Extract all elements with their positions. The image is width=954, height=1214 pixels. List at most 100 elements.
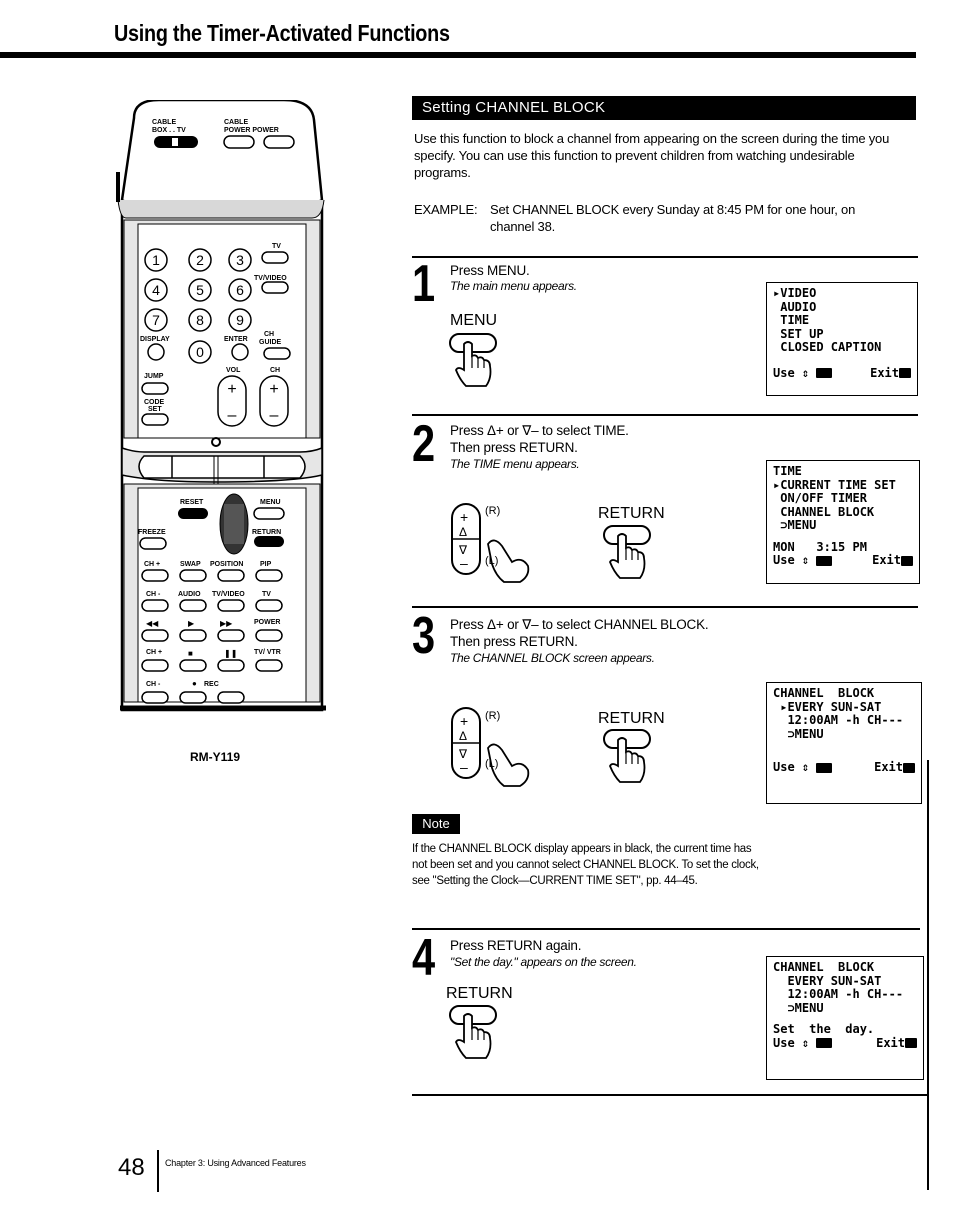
rocker-r-label: (R) (485, 710, 501, 722)
hand-press-menu-icon (449, 333, 497, 387)
intro-text: Use this function to block a channel fro… (414, 131, 890, 180)
svg-text:Δ: Δ (459, 729, 467, 743)
osd-exit-text: Exit (872, 553, 901, 567)
svg-text:CH +: CH + (144, 561, 160, 568)
svg-text:+: + (269, 381, 278, 398)
step4-result: "Set the day." appears on the screen. (450, 955, 637, 969)
step3-instruction2: Then press RETURN. (450, 634, 578, 649)
svg-text:TV: TV (262, 591, 271, 598)
svg-text:CH -: CH - (146, 591, 161, 598)
svg-text:SET: SET (148, 406, 162, 413)
example-text: EXAMPLE:Set CHANNEL BLOCK every Sunday a… (414, 201, 914, 235)
step3-number: 3 (412, 607, 436, 665)
remote-model-label: RM-Y119 (190, 750, 241, 764)
svg-text:TV/VIDEO: TV/VIDEO (254, 275, 287, 282)
rocker-r-label: (R) (485, 505, 501, 517)
osd-line: ▸VIDEO (773, 286, 817, 300)
osd-line: CLOSED CAPTION (773, 340, 882, 354)
svg-text:PIP: PIP (260, 561, 272, 568)
step2-rule (412, 414, 918, 416)
osd-line: ⊃MENU (773, 518, 817, 532)
cable-power-button (223, 135, 255, 149)
step4-rule (412, 928, 920, 930)
step4-instruction: Press RETURN again. (450, 938, 582, 953)
svg-text:REC: REC (204, 681, 219, 688)
svg-text:CH -: CH - (146, 681, 161, 688)
svg-text:6: 6 (236, 282, 244, 298)
cable-power-label2: POWER POWER (224, 127, 279, 134)
svg-text:+: + (460, 509, 468, 525)
return-button-label: RETURN (446, 985, 513, 1002)
svg-text:◀◀: ◀◀ (146, 619, 159, 628)
svg-text:Δ: Δ (459, 525, 467, 539)
menu-key-icon (899, 368, 911, 378)
svg-text:–: – (228, 407, 237, 424)
osd-line: ⊃MENU (773, 1000, 824, 1015)
right-edge-line (927, 760, 929, 1190)
svg-text:DISPLAY: DISPLAY (140, 336, 170, 343)
step1-rule (412, 256, 918, 258)
menu-key-icon (903, 762, 915, 773)
example-line1: Set CHANNEL BLOCK every Sunday at 8:45 P… (490, 202, 856, 217)
osd-use-text: Use ⇕ (773, 760, 810, 774)
svg-text:JUMP: JUMP (144, 373, 164, 380)
osd-line: EVERY SUN-SAT (773, 973, 882, 988)
return-button-label: RETURN (598, 710, 665, 727)
step2-instruction: Press Δ+ or ∇– to select TIME. (450, 423, 629, 438)
step2-instruction2: Then press RETURN. (450, 440, 578, 455)
step1-osd-screen: ▸VIDEO AUDIO TIME SET UP CLOSED CAPTION … (766, 282, 918, 396)
step2-number: 2 (412, 415, 436, 473)
section-header: Setting CHANNEL BLOCK (412, 96, 916, 120)
page-title: Using the Timer-Activated Functions (114, 20, 450, 46)
osd-line: 12:00AM -h CH--- (773, 713, 904, 727)
svg-text:❚❚: ❚❚ (224, 649, 237, 658)
osd-use-text: Use ⇕ (773, 553, 810, 567)
osd-line: TIME (773, 464, 802, 478)
osd-use-text: Use ⇕ (773, 1035, 810, 1050)
svg-text:9: 9 (236, 312, 244, 328)
svg-text:AUDIO: AUDIO (178, 591, 201, 598)
page-number: 48 (118, 1154, 145, 1181)
svg-text:▶▶: ▶▶ (220, 619, 233, 628)
return-key-icon (816, 762, 833, 773)
svg-text:ENTER: ENTER (224, 336, 248, 343)
osd-line: CHANNEL BLOCK (773, 960, 875, 974)
step4-bottom-rule (412, 1094, 928, 1096)
cable-box-label: CABLE (152, 119, 176, 126)
osd-line: TIME (773, 313, 810, 327)
svg-text:CH: CH (270, 367, 280, 374)
osd-set-day: Set the day. (773, 1022, 875, 1036)
step4-osd-screen: CHANNEL BLOCK EVERY SUN-SAT 12:00AM -h C… (766, 956, 924, 1080)
svg-text:+: + (227, 381, 236, 398)
svg-text:CH: CH (264, 331, 274, 338)
menu-key-icon (905, 1038, 917, 1048)
osd-line: ON/OFF TIMER (773, 491, 867, 505)
hand-press-return-icon (603, 729, 651, 783)
svg-text:–: – (460, 759, 468, 775)
svg-text:▶: ▶ (188, 619, 195, 628)
rocker-button-icon: + Δ ∇ – (451, 707, 530, 787)
osd-line: ⊃MENU (773, 726, 824, 741)
svg-text:SWAP: SWAP (180, 561, 201, 568)
step1-number: 1 (412, 255, 436, 313)
menu-key-icon (901, 555, 913, 566)
chapter-title: Chapter 3: Using Advanced Features (165, 1158, 306, 1168)
step1-instruction: Press MENU. (450, 263, 530, 278)
svg-text:TV/ VTR: TV/ VTR (254, 649, 281, 656)
rocker-l-label: (L) (485, 758, 499, 770)
cable-power-label: CABLE (224, 119, 248, 126)
step4-number: 4 (412, 929, 436, 987)
return-key-icon (816, 1038, 833, 1048)
osd-line: 12:00AM -h CH--- (773, 987, 904, 1001)
svg-text:1: 1 (152, 252, 160, 268)
menu-button-label: MENU (450, 312, 498, 329)
power-button (263, 135, 295, 149)
osd-line: SET UP (773, 326, 824, 341)
svg-text:∇: ∇ (458, 543, 468, 557)
svg-text:POSITION: POSITION (210, 561, 243, 568)
svg-text:–: – (270, 407, 279, 424)
return-key-icon (816, 368, 833, 378)
osd-exit-text: Exit (876, 1035, 905, 1050)
osd-line: ▸CURRENT TIME SET (773, 477, 896, 492)
